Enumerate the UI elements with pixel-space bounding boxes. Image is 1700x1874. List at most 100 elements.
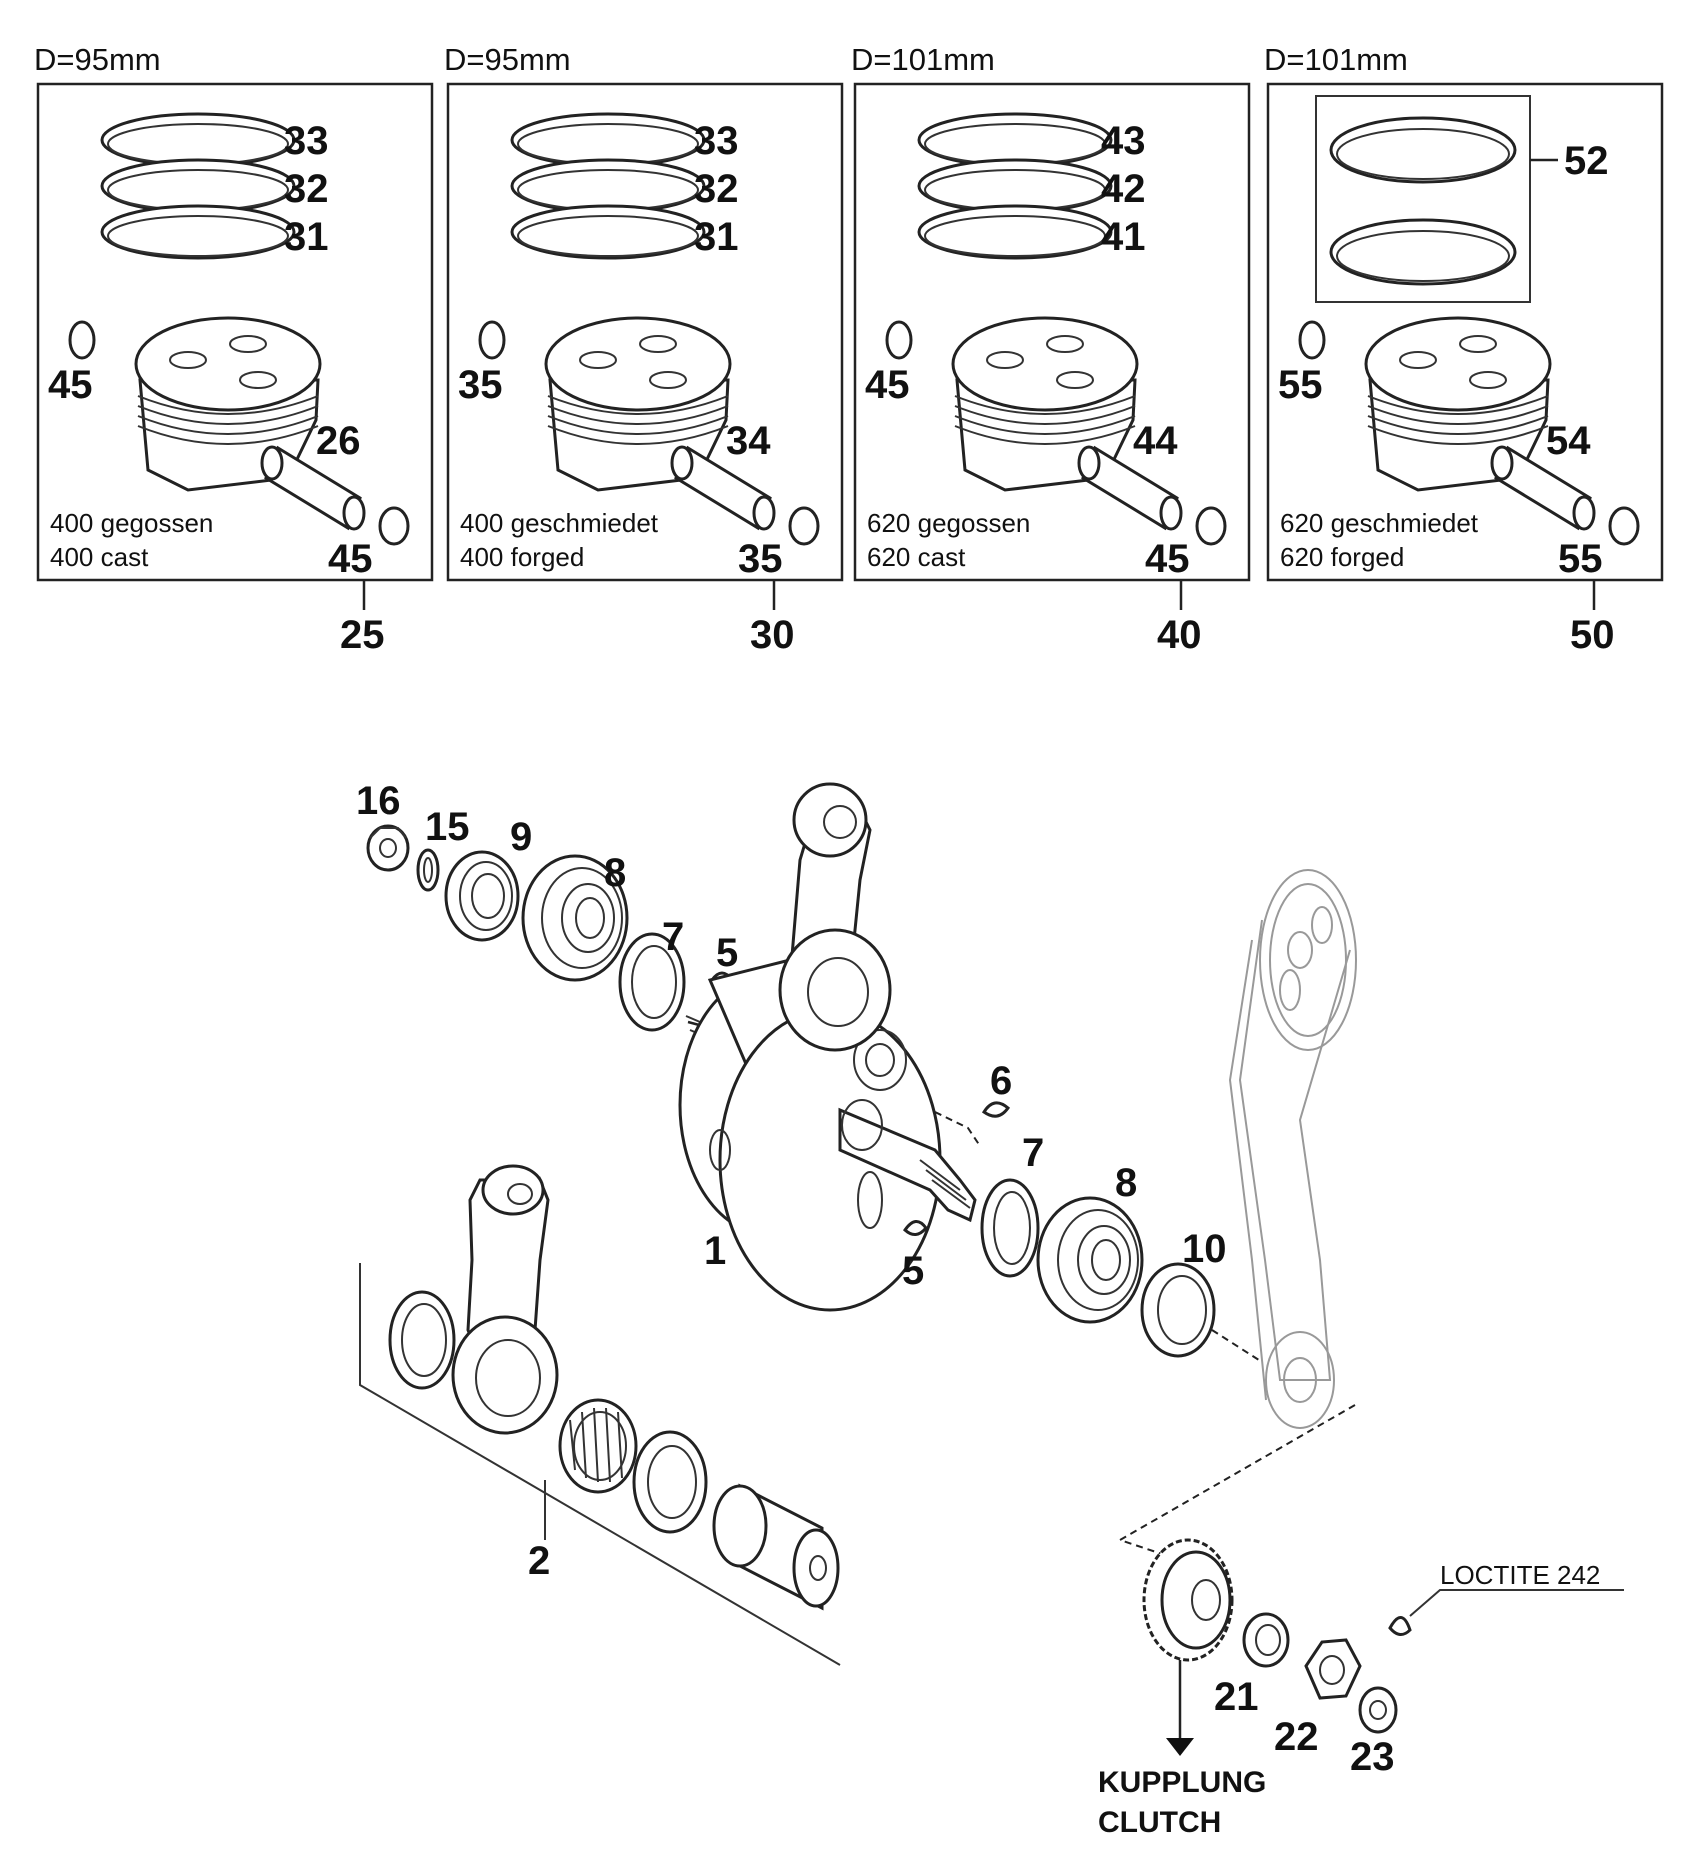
variant-line-en: 400 forged [460, 542, 584, 572]
pin-end [1159, 495, 1183, 531]
valve-pocket [1399, 351, 1437, 369]
label-7-left: 7 [662, 915, 684, 959]
label-23: 23 [1350, 1735, 1395, 1779]
piston-groove [547, 425, 729, 445]
valve-pocket [986, 351, 1024, 369]
timing-chain [1228, 869, 1357, 1429]
variant-line-en: 400 cast [50, 542, 149, 572]
label-8-left: 8 [604, 851, 626, 895]
diameter-label: D=95mm [444, 42, 571, 77]
pin-label: 54 [1546, 419, 1591, 463]
piston-ring-inner [1336, 128, 1510, 180]
assembly-number: 30 [750, 613, 795, 657]
label-8-right: 8 [1115, 1161, 1137, 1205]
diameter-label: D=95mm [34, 42, 161, 77]
clutch-label-en: CLUTCH [1098, 1806, 1221, 1839]
piston-groove [1367, 405, 1549, 425]
piston-groove [954, 415, 1136, 435]
clip-label-upper: 45 [48, 363, 93, 407]
piston-groove [1367, 395, 1549, 415]
piston-groove [954, 425, 1136, 445]
ring-label: 41 [1101, 215, 1146, 259]
circlip-icon [1608, 506, 1640, 546]
panel-frame [36, 82, 434, 582]
piston-groove [547, 395, 729, 415]
valve-pocket [1046, 335, 1084, 353]
ring-label: 31 [694, 215, 739, 259]
valve-pocket [639, 335, 677, 353]
label-2: 2 [528, 1539, 550, 1583]
piston-ring-inner [107, 215, 289, 257]
panel-frame [446, 82, 844, 582]
label-15: 15 [425, 805, 470, 849]
valve-pocket [1469, 371, 1507, 389]
variant-line-de: 400 gegossen [50, 508, 213, 538]
circlip-icon [788, 506, 820, 546]
ring-label: 42 [1101, 167, 1146, 211]
nut-22 [1304, 1638, 1362, 1700]
shim-7-left [618, 932, 686, 1032]
clip-label-lower: 35 [738, 537, 783, 581]
ring-set-frame [1315, 95, 1531, 303]
nut-23 [1358, 1686, 1398, 1734]
piston-crown [951, 316, 1139, 412]
variant-line-de: 400 geschmiedet [460, 508, 659, 538]
variant-line-en: 620 forged [1280, 542, 1404, 572]
diameter-label: D=101mm [1264, 42, 1408, 77]
loctite-note: LOCTITE 242 [1440, 1560, 1600, 1590]
pin-end [1077, 445, 1101, 481]
valve-pocket [239, 371, 277, 389]
ring-label: 32 [284, 167, 329, 211]
piston-groove [137, 425, 319, 445]
clip-label-lower: 45 [328, 537, 373, 581]
pin-end [752, 495, 776, 531]
assembly-number: 40 [1157, 613, 1202, 657]
label-7-right: 7 [1022, 1131, 1044, 1175]
label-1: 1 [704, 1229, 726, 1273]
piston-groove [954, 405, 1136, 425]
bearing-8-right [1036, 1196, 1144, 1324]
nut-16 [366, 824, 410, 872]
loctite-drop [1388, 1616, 1412, 1636]
panel-frame [1266, 82, 1664, 582]
piston-groove [137, 395, 319, 415]
valve-pocket [579, 351, 617, 369]
piston-groove [1367, 425, 1549, 445]
piston-groove [547, 405, 729, 425]
pin-label: 34 [726, 419, 771, 463]
label-21: 21 [1214, 1675, 1259, 1719]
piston-ring-inner [924, 215, 1106, 257]
valve-pocket [229, 335, 267, 353]
variant-line-en: 620 cast [867, 542, 966, 572]
seal-10 [1140, 1262, 1216, 1358]
washer-15 [416, 848, 440, 892]
shim-7-right [980, 1178, 1040, 1278]
piston-ring [1329, 218, 1517, 286]
clip-label-upper: 35 [458, 363, 503, 407]
pin-end [670, 445, 694, 481]
piston-ring-inner [1336, 230, 1510, 282]
panel-frame [853, 82, 1251, 582]
crankshaft-assembly [359, 782, 1624, 1756]
piston-crown [544, 316, 732, 412]
circlip-icon [378, 506, 410, 546]
clip-label-upper: 45 [865, 363, 910, 407]
piston-crown [134, 316, 322, 412]
ring-label: 52 [1564, 139, 1609, 183]
clip-label-lower: 45 [1145, 537, 1190, 581]
circlip-icon [885, 320, 913, 360]
piston-groove [547, 415, 729, 435]
clip-label-lower: 55 [1558, 537, 1603, 581]
label-10: 10 [1182, 1227, 1227, 1271]
label-22: 22 [1274, 1715, 1319, 1759]
label-9: 9 [510, 815, 532, 859]
circlip-icon [68, 320, 96, 360]
piston-ring-inner [517, 215, 699, 257]
label-5-bottom: 5 [902, 1249, 924, 1293]
piston-groove [1367, 415, 1549, 435]
circlip-icon [1195, 506, 1227, 546]
assembly-number: 25 [340, 613, 385, 657]
